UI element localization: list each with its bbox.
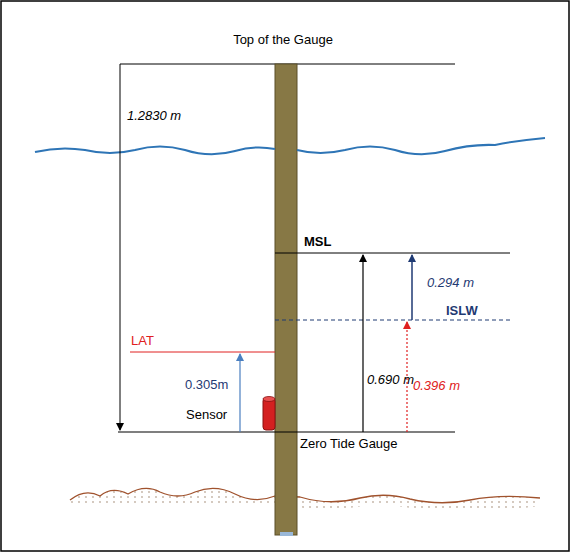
sensor-cap [263,397,275,402]
dimension-label: 1.2830 m [127,108,181,124]
dimension-arrow [120,64,121,430]
dimension-label: 0.294 m [427,275,474,291]
level-label: LAT [131,333,154,349]
level-label: MSL [304,234,331,250]
ground-soil [70,488,540,511]
zero-line [118,431,455,432]
islw-line [275,320,510,321]
ground-line [70,488,540,502]
level-label: Zero Tide Gauge [300,436,398,452]
sensor-cylinder [263,398,275,430]
dimension-label: 0.690 m [367,372,414,388]
pole-foot [280,532,293,536]
dimension-label: 0.396 m [413,378,460,394]
gauge-top-label: Top of the Gauge [233,32,333,48]
dimension-arrow [239,354,240,432]
dimension-arrow [362,255,363,432]
dimension-label: 0.305m [185,377,228,393]
msl-line [275,253,510,254]
level-label: ISLW [446,303,478,319]
gauge-pole [275,64,297,535]
dimension-arrow [411,255,413,320]
water-surface [35,138,545,154]
lat-line [130,352,275,353]
sensor-label: Sensor [186,407,227,423]
